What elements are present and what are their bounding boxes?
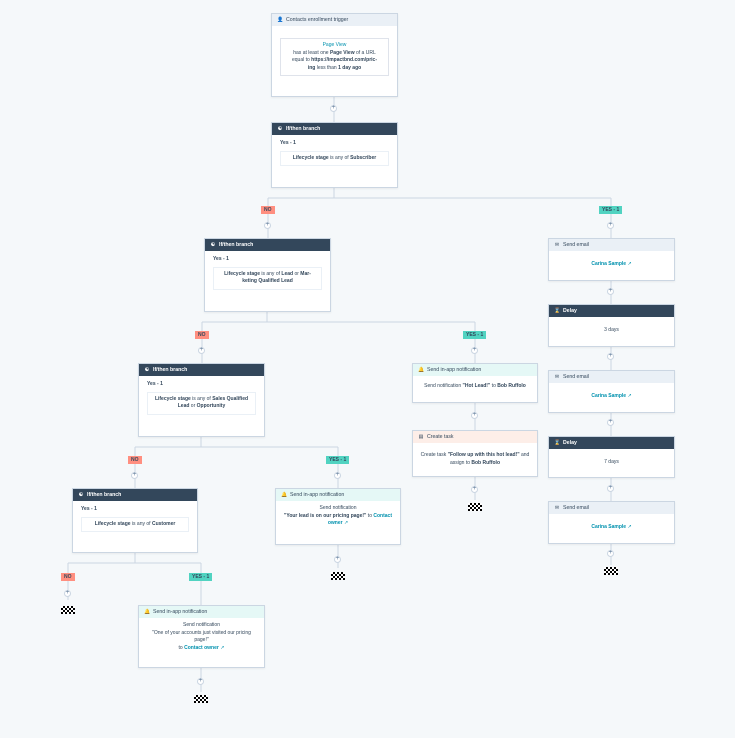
external-link-icon: ↗ bbox=[626, 393, 632, 399]
envelope-icon: ✉ bbox=[554, 505, 560, 511]
branch-condition: Lifecycle stage is any of Subscriber bbox=[280, 150, 389, 166]
add-action-button[interactable]: + bbox=[64, 590, 71, 597]
branch-icon: ☯ bbox=[78, 492, 84, 498]
trigger-title: Contacts enrollment trigger bbox=[286, 17, 349, 23]
add-action-button[interactable]: + bbox=[471, 347, 478, 354]
hourglass-icon: ⌛ bbox=[554, 308, 561, 314]
branch-icon: ☯ bbox=[277, 126, 283, 132]
end-flag-icon bbox=[604, 567, 618, 575]
enrollment-trigger-card[interactable]: 👤Contacts enrollment trigger Page View h… bbox=[271, 13, 398, 97]
create-task-card[interactable]: ▤Create task Create task "Follow up with… bbox=[412, 430, 538, 477]
branch-yes-label: Yes - 1 bbox=[147, 381, 163, 387]
branch-yes-label: Yes - 1 bbox=[280, 140, 296, 146]
add-action-button[interactable]: + bbox=[607, 419, 614, 426]
add-action-button[interactable]: + bbox=[471, 486, 478, 493]
yes-branch-label: YES - 1 bbox=[326, 456, 350, 464]
branch-icon: ☯ bbox=[210, 242, 216, 248]
branch-icon: ☯ bbox=[144, 367, 150, 373]
bell-icon: 🔔 bbox=[418, 367, 425, 373]
add-action-button[interactable]: + bbox=[607, 485, 614, 492]
ifthen-branch-4-card[interactable]: ☯If/then branch Yes - 1 Lifecycle stage … bbox=[72, 488, 198, 553]
send-notification-card[interactable]: 🔔Send in-app notification Send notificat… bbox=[275, 488, 401, 545]
email-name-link[interactable]: Carina Sample bbox=[591, 524, 627, 530]
email-name-link[interactable]: Carina Sample bbox=[591, 261, 627, 267]
external-link-icon: ↗ bbox=[342, 520, 349, 526]
branch-yes-label: Yes - 1 bbox=[81, 506, 97, 512]
branch-title: If/then branch bbox=[286, 126, 321, 132]
bell-icon: 🔔 bbox=[144, 609, 151, 615]
external-link-icon: ↗ bbox=[626, 261, 632, 267]
no-branch-label: NO bbox=[195, 331, 209, 339]
end-flag-icon bbox=[468, 503, 482, 511]
add-action-button[interactable]: + bbox=[264, 222, 271, 229]
add-action-button[interactable]: + bbox=[607, 222, 614, 229]
add-action-button[interactable]: + bbox=[334, 472, 341, 479]
branch-yes-label: Yes - 1 bbox=[213, 256, 229, 262]
branch-condition: Lifecycle stage is any of Customer bbox=[81, 516, 189, 532]
send-notification-card[interactable]: 🔔Send in-app notification Send notificat… bbox=[138, 605, 265, 668]
yes-branch-label: YES - 1 bbox=[463, 331, 487, 339]
add-action-button[interactable]: + bbox=[607, 550, 614, 557]
end-flag-icon bbox=[61, 606, 75, 614]
ifthen-branch-3-card[interactable]: ☯If/then branch Yes - 1 Lifecycle stage … bbox=[138, 363, 265, 437]
end-flag-icon bbox=[194, 695, 208, 703]
hourglass-icon: ⌛ bbox=[554, 440, 561, 446]
external-link-icon: ↗ bbox=[218, 644, 225, 651]
delay-card[interactable]: ⌛Delay 3 days bbox=[548, 304, 675, 347]
task-icon: ▤ bbox=[418, 434, 424, 440]
add-action-button[interactable]: + bbox=[131, 472, 138, 479]
branch-condition: Lifecycle stage is any of Lead or Mar- k… bbox=[213, 266, 322, 290]
envelope-icon: ✉ bbox=[554, 242, 560, 248]
no-branch-label: NO bbox=[128, 456, 142, 464]
email-name-link[interactable]: Carina Sample bbox=[591, 393, 627, 399]
bell-icon: 🔔 bbox=[281, 492, 288, 498]
no-branch-label: NO bbox=[61, 573, 75, 581]
send-email-card[interactable]: ✉Send email Carina Sample ↗ bbox=[548, 370, 675, 413]
external-link-icon: ↗ bbox=[626, 524, 632, 530]
send-email-card[interactable]: ✉Send email Carina Sample ↗ bbox=[548, 238, 675, 281]
delay-card[interactable]: ⌛Delay 7 days bbox=[548, 436, 675, 478]
person-icon: 👤 bbox=[277, 17, 284, 23]
add-action-button[interactable]: + bbox=[330, 105, 337, 112]
ifthen-branch-1-card[interactable]: ☯If/then branch Yes - 1 Lifecycle stage … bbox=[271, 122, 398, 188]
trigger-header: 👤Contacts enrollment trigger bbox=[272, 14, 397, 26]
add-action-button[interactable]: + bbox=[471, 412, 478, 419]
contact-owner-link[interactable]: Contact owner bbox=[184, 644, 219, 651]
branch-condition: Lifecycle stage is any of Sales Qualifie… bbox=[147, 391, 256, 415]
contact-owner-link[interactable]: Contact bbox=[373, 512, 392, 519]
add-action-button[interactable]: + bbox=[198, 347, 205, 354]
add-action-button[interactable]: + bbox=[334, 556, 341, 563]
branch-title: If/then branch bbox=[153, 367, 188, 373]
yes-branch-label: YES - 1 bbox=[189, 573, 213, 581]
envelope-icon: ✉ bbox=[554, 374, 560, 380]
trigger-filter: Page View has at least one Page View of … bbox=[280, 38, 389, 76]
send-notification-card[interactable]: 🔔Send in-app notification Send notificat… bbox=[412, 363, 538, 403]
no-branch-label: NO bbox=[261, 206, 275, 214]
add-action-button[interactable]: + bbox=[607, 288, 614, 295]
branch-title: If/then branch bbox=[87, 492, 122, 498]
branch-title: If/then branch bbox=[219, 242, 254, 248]
ifthen-branch-2-card[interactable]: ☯If/then branch Yes - 1 Lifecycle stage … bbox=[204, 238, 331, 312]
filter-title: Page View bbox=[322, 42, 347, 48]
add-action-button[interactable]: + bbox=[607, 353, 614, 360]
yes-branch-label: YES - 1 bbox=[599, 206, 623, 214]
end-flag-icon bbox=[331, 572, 345, 580]
send-email-card[interactable]: ✉Send email Carina Sample ↗ bbox=[548, 501, 675, 544]
add-action-button[interactable]: + bbox=[197, 678, 204, 685]
